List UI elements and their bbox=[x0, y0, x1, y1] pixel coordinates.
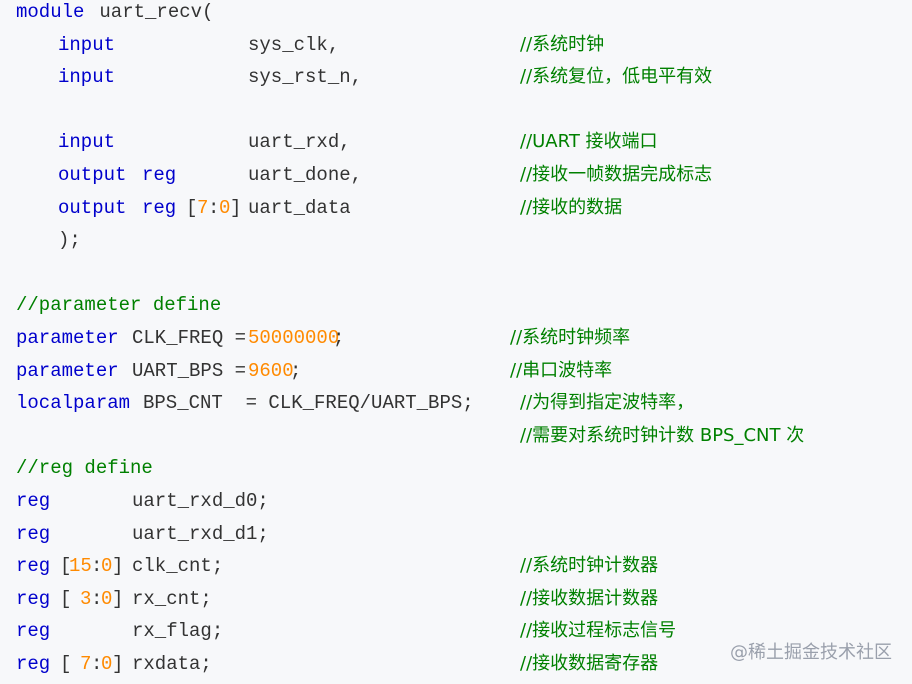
comment-token: //需要对系统时钟计数 BPS_CNT 次 bbox=[520, 424, 805, 446]
code-token: ] bbox=[230, 196, 242, 219]
code-token: ); bbox=[58, 229, 81, 252]
code-token: uart_done, bbox=[248, 164, 363, 186]
keyword-token: localparam bbox=[16, 392, 131, 415]
comment-token: //系统时钟频率 bbox=[510, 327, 631, 348]
keyword-token: module bbox=[16, 1, 85, 23]
code-token: : bbox=[91, 653, 103, 675]
code-token: sys_clk, bbox=[248, 33, 340, 56]
code-token: : bbox=[91, 555, 103, 578]
comment-token: //接收数据寄存器 bbox=[520, 653, 659, 674]
code-token: sys_rst_n, bbox=[248, 66, 363, 89]
code-token: uart_data bbox=[248, 196, 351, 219]
keyword-token: reg bbox=[16, 653, 51, 675]
number-token: 15 bbox=[69, 555, 92, 578]
code-token: uart_recv( bbox=[88, 1, 214, 23]
code-token: ] bbox=[112, 587, 124, 610]
code-token: [ bbox=[60, 587, 83, 610]
code-token: [ bbox=[60, 653, 83, 675]
keyword-token: reg bbox=[16, 522, 51, 545]
number-token: 7 bbox=[197, 196, 209, 219]
code-token: : bbox=[208, 196, 220, 219]
comment-token: //接收一帧数据完成标志 bbox=[520, 164, 713, 185]
code-token: ; bbox=[290, 359, 302, 382]
number-token: 0 bbox=[219, 196, 231, 219]
code-token: uart_rxd_d1; bbox=[132, 522, 269, 545]
comment-token: //系统时钟计数器 bbox=[520, 555, 659, 577]
code-token: [ bbox=[60, 555, 72, 578]
keyword-token: reg bbox=[16, 587, 51, 610]
code-token: ] bbox=[112, 555, 124, 578]
keyword-token: reg bbox=[16, 490, 51, 512]
code-token: BPS_CNT = CLK_FREQ/UART_BPS; bbox=[143, 392, 474, 415]
comment-token: //为得到指定波特率， bbox=[520, 392, 695, 414]
comment-token: //串口波特率 bbox=[510, 359, 613, 381]
code-token: rxdata; bbox=[132, 653, 212, 675]
number-token: 0 bbox=[101, 653, 113, 675]
keyword-token: input bbox=[58, 66, 116, 89]
number-token: 0 bbox=[101, 587, 113, 610]
number-token: 7 bbox=[80, 653, 92, 675]
number-token: 3 bbox=[80, 587, 92, 610]
keyword-token: parameter bbox=[16, 327, 119, 349]
code-token: [ bbox=[186, 196, 198, 219]
code-token: rx_flag; bbox=[132, 620, 224, 643]
keyword-token: output bbox=[58, 196, 127, 219]
code-token: ] bbox=[112, 653, 124, 675]
code-token: uart_rxd_d0; bbox=[132, 490, 269, 512]
comment-token: //接收过程标志信号 bbox=[520, 620, 677, 642]
comment-token: //接收的数据 bbox=[520, 196, 623, 218]
code-token: clk_cnt; bbox=[132, 555, 224, 578]
code-token: uart_rxd, bbox=[248, 131, 351, 154]
number-token: 0 bbox=[101, 555, 113, 578]
code-token: ; bbox=[333, 327, 345, 349]
keyword-token: reg bbox=[142, 164, 177, 186]
keyword-token: input bbox=[58, 33, 116, 56]
comment-token: //系统复位，低电平有效 bbox=[520, 66, 713, 88]
keyword-token: parameter bbox=[16, 359, 119, 382]
keyword-token: input bbox=[58, 131, 116, 154]
keyword-token: reg bbox=[142, 196, 177, 219]
comment-token: //接收数据计数器 bbox=[520, 587, 659, 609]
comment-token: //UART 接收端口 bbox=[520, 131, 658, 153]
code-token: rx_cnt; bbox=[132, 587, 212, 610]
keyword-token: reg bbox=[16, 555, 51, 578]
number-token: 50000000 bbox=[248, 327, 340, 349]
keyword-token: output bbox=[58, 164, 127, 186]
comment-token: //系统时钟 bbox=[520, 33, 605, 55]
comment-token: //reg define bbox=[16, 457, 153, 480]
number-token: 9600 bbox=[248, 359, 294, 382]
code-token: : bbox=[91, 587, 103, 610]
comment-token: //parameter define bbox=[16, 294, 222, 317]
keyword-token: reg bbox=[16, 620, 51, 643]
code-token: CLK_FREQ = bbox=[132, 327, 258, 349]
code-token: UART_BPS = bbox=[132, 359, 258, 382]
code-block: module uart_recv(input sys_clk, //系统时钟 inpu… bbox=[16, 0, 912, 684]
watermark: @稀土掘金技术社区 bbox=[730, 642, 892, 663]
